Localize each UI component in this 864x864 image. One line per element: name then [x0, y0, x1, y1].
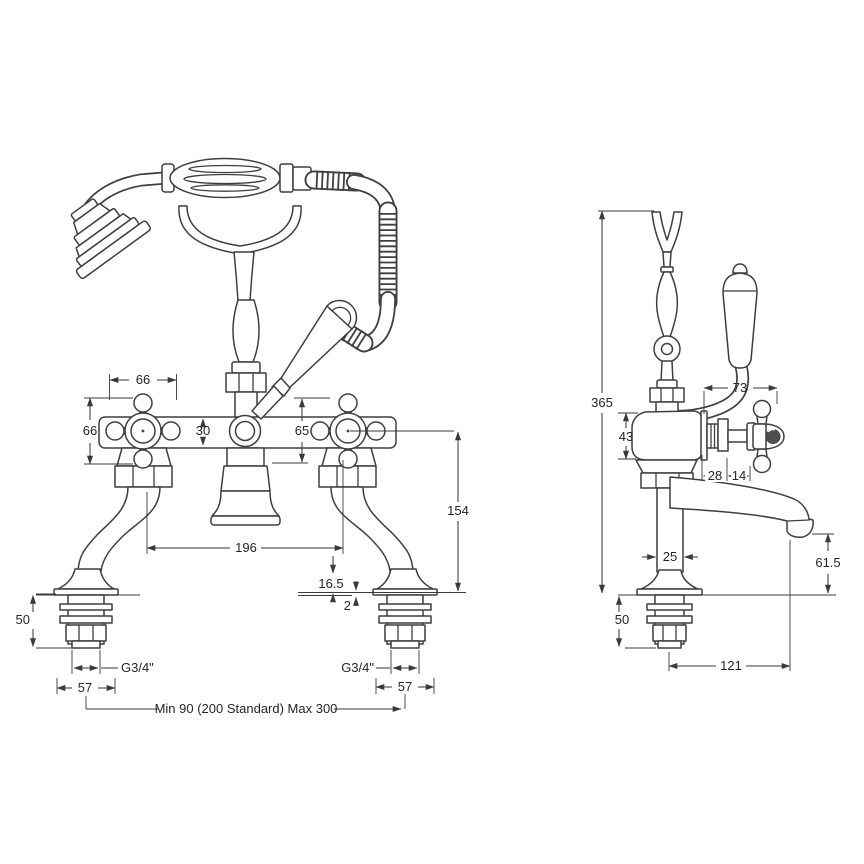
dim-label-hub-depth: 14: [732, 468, 746, 483]
dim-label-handle-projection: 73: [733, 380, 747, 395]
dim-deck-offset: 16.5: [318, 556, 344, 603]
dim-base-width-right: 57: [375, 678, 435, 694]
dim-label-thread-left: G3/4": [121, 660, 154, 675]
shower-head: [70, 198, 152, 280]
lever-grip: [722, 263, 758, 369]
pillar-leg-right: [330, 486, 438, 649]
side-base: [636, 569, 703, 649]
dim-base-width-left: 57: [56, 678, 116, 695]
dim-label-base-width-right: 57: [398, 679, 412, 694]
dim-label-overall-height: 365: [591, 395, 613, 410]
dim-label-base-width-left: 57: [78, 680, 92, 695]
pillar-leg-left: [53, 486, 161, 649]
hose-union-cone: [251, 299, 358, 420]
dim-valve-body-height: 43: [618, 412, 638, 460]
valve-body-side: [631, 410, 708, 461]
dim-label-washer-gap: 2: [344, 598, 351, 613]
dim-spindle-length: 28 14: [701, 455, 751, 483]
dim-mounting-centers: Min 90 (200 Standard) Max 300: [85, 694, 406, 716]
side-crosshead-handle: [706, 399, 785, 474]
dim-thread-right: G3/4": [341, 650, 420, 675]
dim-shank-length-front: 50: [16, 593, 74, 649]
side-view: 365 43 73 28 14: [591, 210, 841, 673]
dim-label-shank-length-side: 50: [615, 612, 629, 627]
dim-label-spindle-length: 28: [708, 468, 722, 483]
dim-label-valve-body-height: 43: [619, 429, 633, 444]
dim-label-deck-offset: 16.5: [318, 576, 343, 591]
dim-handle-projection: 73: [703, 380, 778, 414]
dim-washer-gap: 2: [344, 581, 360, 613]
dim-handle-height: 66: [83, 397, 133, 465]
dim-label-mounting-centers: Min 90 (200 Standard) Max 300: [155, 701, 338, 716]
dim-label-body-height: 30: [196, 423, 210, 438]
dim-spout-projection: 121: [668, 540, 791, 673]
dim-spout-clearance: 61.5: [812, 533, 841, 594]
dim-hot-cold-centers: 196: [146, 460, 344, 555]
diverter-boss: [228, 414, 262, 448]
dim-overall-height: 365: [591, 210, 654, 594]
shower-hose: [304, 170, 398, 353]
front-view: 66 66 30 65 154: [16, 157, 469, 716]
dim-center-height: 154: [350, 430, 469, 593]
dim-label-handle-height: 66: [83, 423, 97, 438]
dim-label-center-height: 154: [447, 503, 469, 518]
dim-shank-length-side: 50: [615, 595, 656, 649]
cradle-fork: [649, 211, 685, 415]
spout-outlet: [210, 447, 281, 526]
dim-body-height: 30: [196, 418, 210, 446]
dim-label-hot-cold-centers: 196: [235, 540, 257, 555]
bath-spout: [669, 476, 814, 538]
dim-handle-width: 66: [109, 372, 177, 400]
dim-label-handle-width: 66: [136, 372, 150, 387]
spout-lip-line: [786, 519, 810, 522]
dim-column-width: 25: [642, 549, 698, 564]
dim-label-spout-clearance: 61.5: [815, 555, 840, 570]
handset-cradle: [178, 205, 302, 302]
dim-label-spout-projection: 121: [720, 658, 742, 673]
shower-grip: [161, 157, 312, 199]
dim-label-valve-height: 65: [295, 423, 309, 438]
dim-label-column-width: 25: [663, 549, 677, 564]
dim-label-shank-length-front: 50: [16, 612, 30, 627]
dim-valve-height: 65: [272, 397, 330, 464]
dim-thread-left: G3/4": [71, 650, 154, 675]
dim-label-thread-right: G3/4": [341, 660, 374, 675]
cradle-riser: [225, 299, 267, 420]
